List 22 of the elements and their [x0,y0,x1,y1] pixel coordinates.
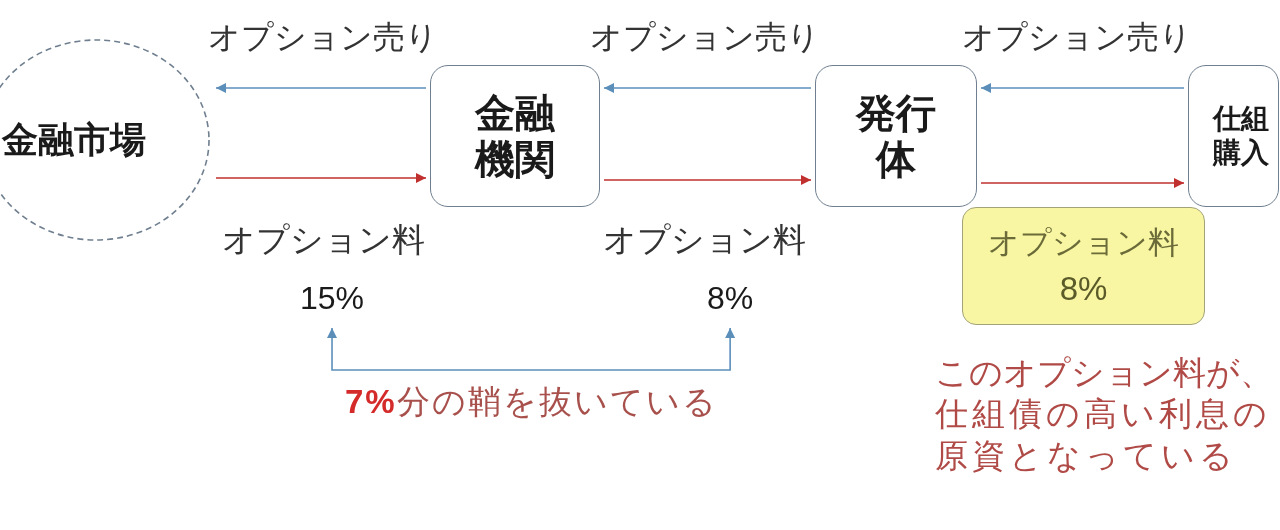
rounded-box [1188,65,1279,207]
rounded-box [430,65,600,207]
arrow [980,83,1185,93]
arrow [980,178,1185,188]
node-label: 8% [1059,272,1108,305]
arrow [603,83,812,93]
edge-label: オプション料 [222,222,425,259]
arrow [215,83,427,93]
edge-label: オプション料 [603,222,806,259]
rounded-box [815,65,977,207]
arrow [603,175,812,185]
node-label: 金融市場 [2,122,146,158]
node-label: 金融機関 [474,90,556,182]
node-label: 発行体 [855,90,937,182]
highlight-box [962,207,1205,325]
node-label: オプション料 [988,227,1179,258]
percentage-text: 15% [300,282,365,314]
annotation-text: このオプション料が、仕組債の高い利息の原資となっている [935,353,1274,476]
arrow [215,173,427,183]
bracket-arrow [327,327,736,371]
percentage-text: 8% [707,282,754,314]
node-label: 仕組購入 [1213,102,1270,170]
